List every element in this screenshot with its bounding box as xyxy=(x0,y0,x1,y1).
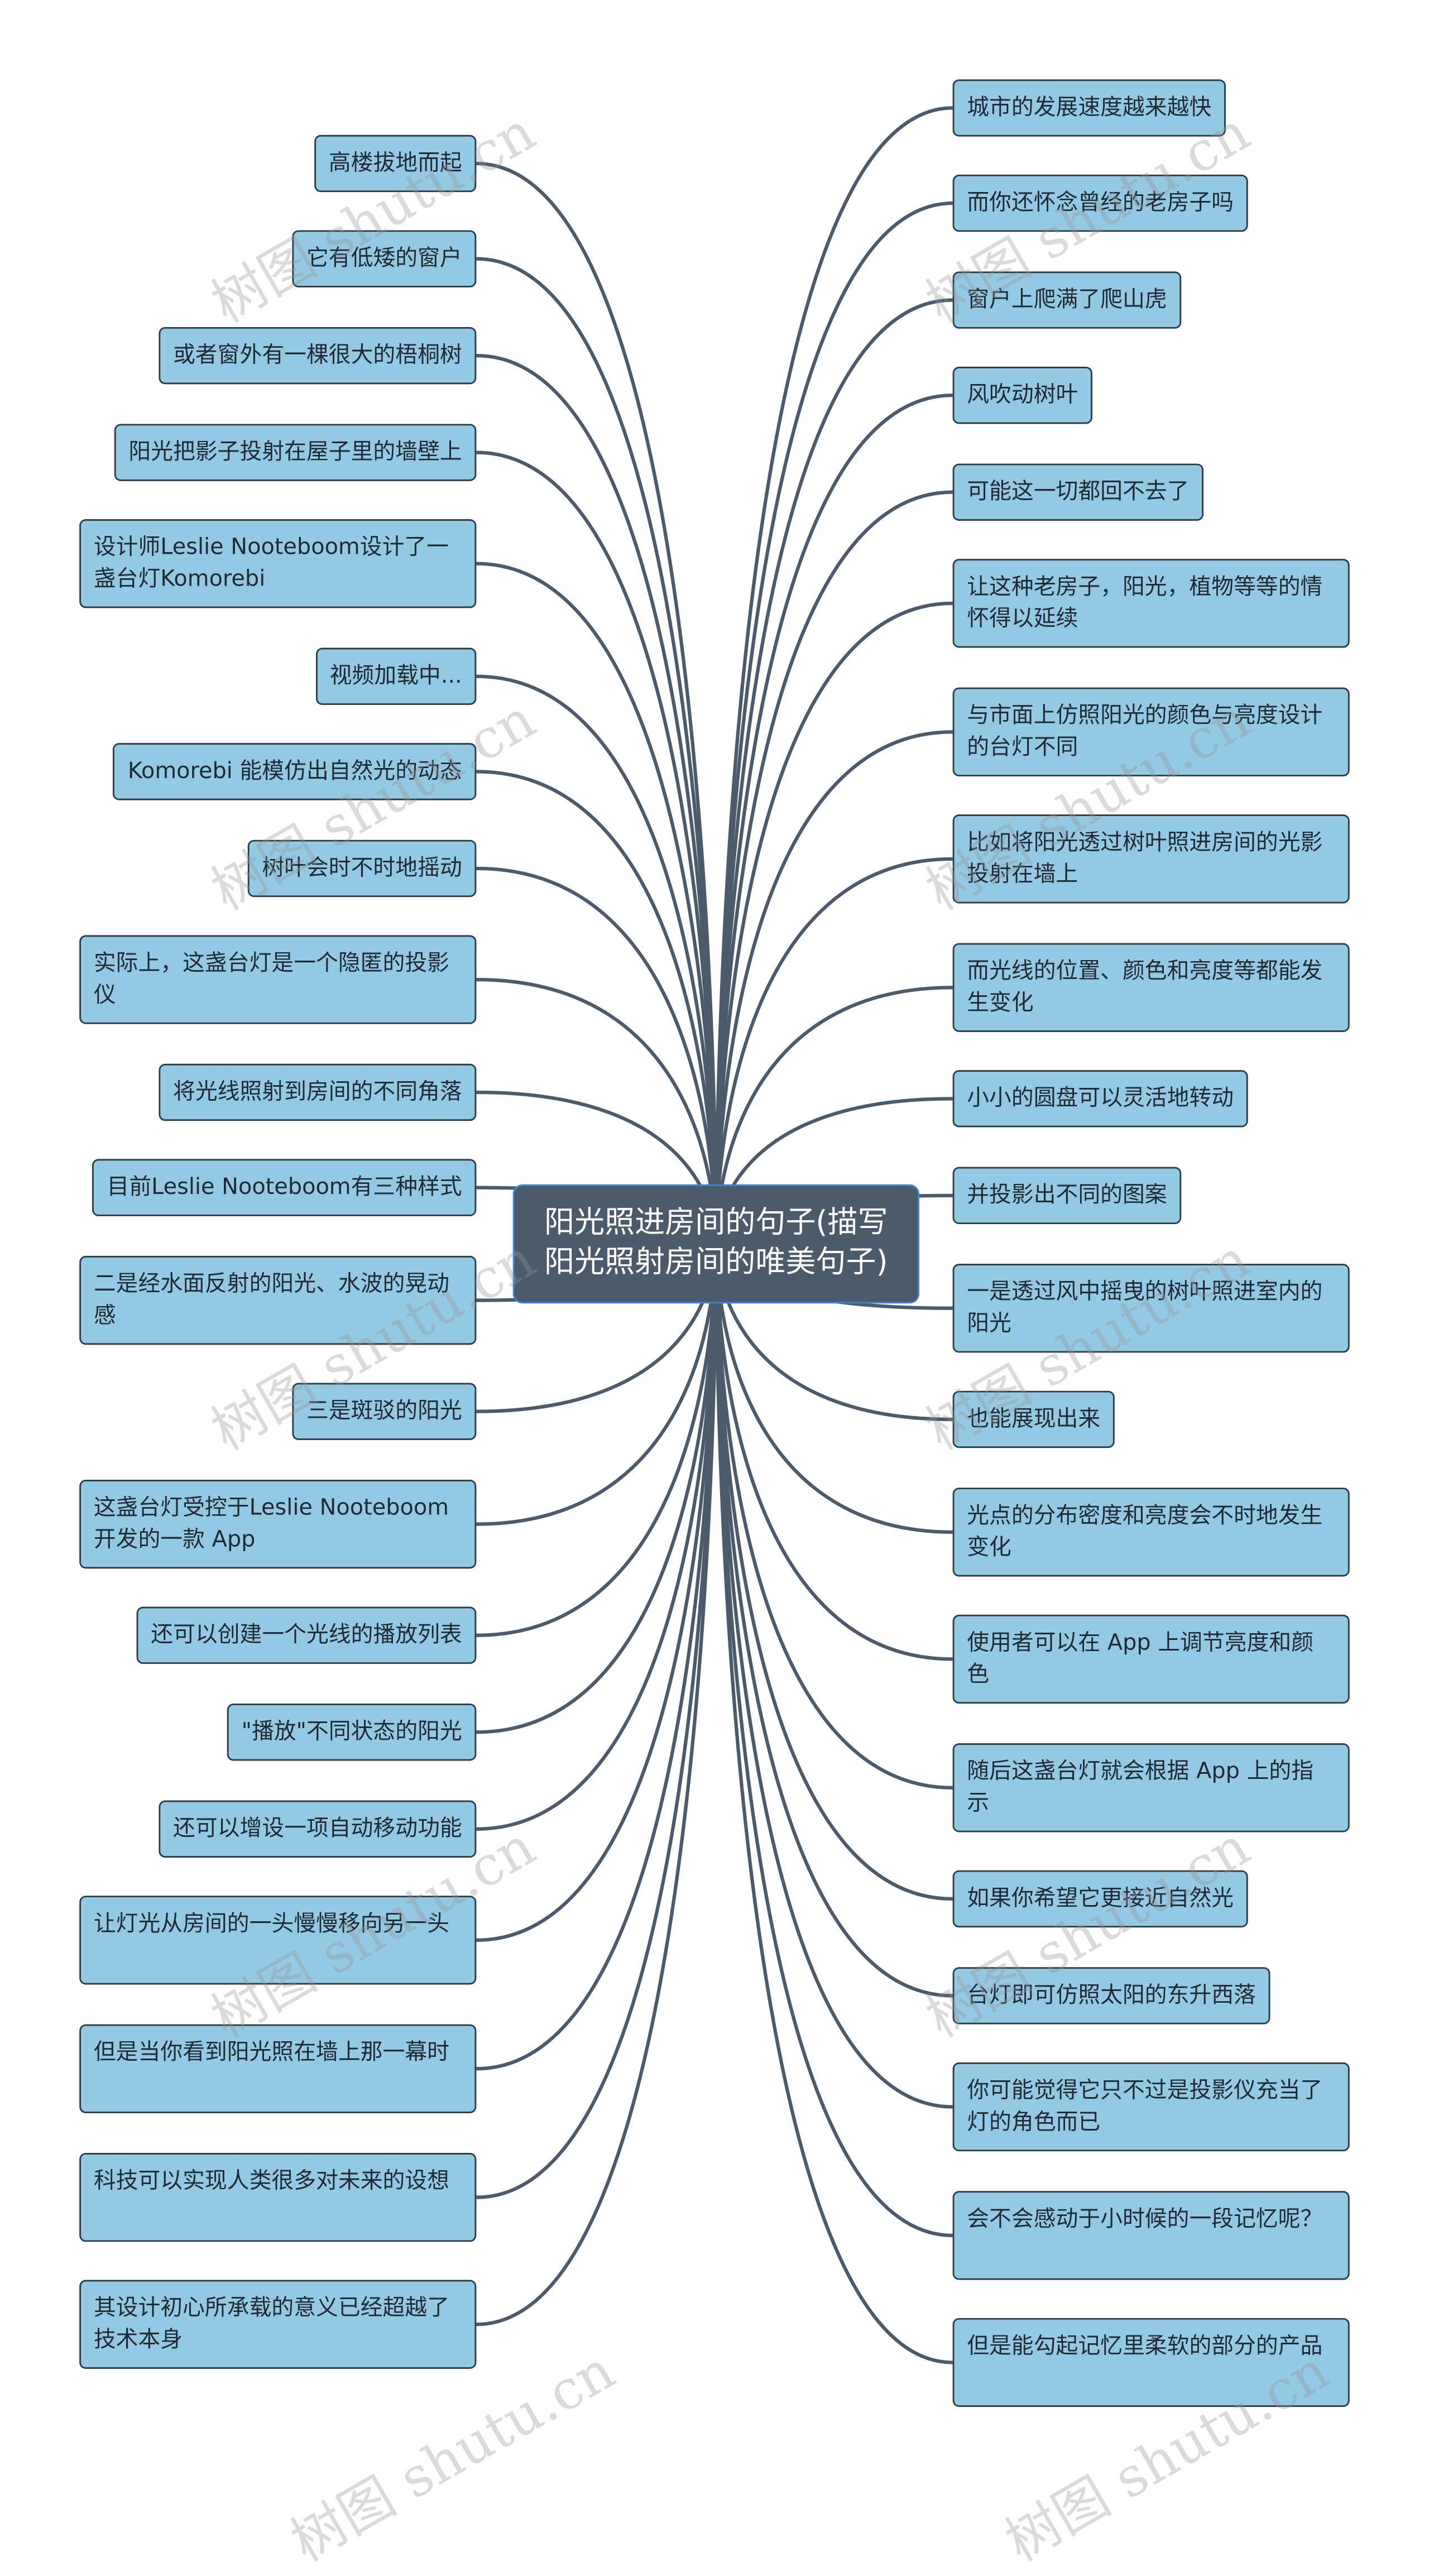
right-topic-node[interactable]: 小小的圆盘可以灵活地转动 xyxy=(952,1070,1248,1128)
connector-line xyxy=(476,1243,718,1942)
left-topic-node[interactable]: 将光线照射到房间的不同角落 xyxy=(159,1063,477,1121)
connector-line xyxy=(714,106,953,1244)
left-topic-node[interactable]: 实际上，这盏台灯是一个隐匿的投影仪 xyxy=(79,935,477,1024)
connector-lines xyxy=(476,106,953,2364)
right-topic-node[interactable]: 让这种老房子，阳光，植物等等的情怀得以延续 xyxy=(952,559,1350,648)
left-topic-node[interactable]: 但是当你看到阳光照在墙上那一幕时 xyxy=(79,2024,477,2113)
right-topic-node[interactable]: 风吹动树叶 xyxy=(952,367,1092,424)
left-topic-node[interactable]: 或者窗外有一棵很大的梧桐树 xyxy=(159,327,477,385)
right-topic-node[interactable]: 如果你希望它更接近自然光 xyxy=(952,1870,1248,1928)
left-topic-node[interactable]: 还可以创建一个光线的播放列表 xyxy=(136,1606,477,1664)
connector-line xyxy=(476,1243,718,2326)
connector-line xyxy=(714,1243,953,1790)
connector-line xyxy=(476,161,718,1244)
connector-line xyxy=(714,1243,953,2364)
connector-line xyxy=(714,1243,953,1661)
right-topic-node[interactable]: 会不会感动于小时候的一段记忆呢？ xyxy=(952,2191,1350,2280)
central-topic[interactable]: 阳光照进房间的句子(描写阳光照射房间的唯美句子) xyxy=(512,1184,919,1304)
right-topic-node[interactable]: 与市面上仿照阳光的颜色与亮度设计的台灯不同 xyxy=(952,687,1350,776)
mind-map: 高楼拔地而起它有低矮的窗户或者窗外有一棵很大的梧桐树阳光把影子投射在屋子里的墙壁… xyxy=(79,79,1350,2575)
left-topic-node[interactable]: 还可以增设一项自动移动功能 xyxy=(159,1800,477,1858)
connector-line xyxy=(476,1243,718,2199)
right-topic-node[interactable]: 你可能觉得它只不过是投影仪充当了灯的角色而已 xyxy=(952,2062,1350,2152)
right-topic-node[interactable]: 城市的发展速度越来越快 xyxy=(952,79,1226,137)
right-topic-node[interactable]: 随后这盏台灯就会根据 App 上的指示 xyxy=(952,1743,1350,1833)
left-topic-node[interactable]: 设计师Leslie Nooteboom设计了一盏台灯Komorebi xyxy=(79,519,477,608)
right-topic-node[interactable]: 但是能勾起记忆里柔软的部分的产品 xyxy=(952,2318,1350,2407)
right-topic-node[interactable]: 比如将阳光透过树叶照进房间的光影投射在墙上 xyxy=(952,814,1350,904)
right-topic-node[interactable]: 而光线的位置、颜色和亮度等都能发生变化 xyxy=(952,943,1350,1032)
right-topic-node[interactable]: 台灯即可仿照太阳的东升西落 xyxy=(952,1967,1270,2025)
left-topic-node[interactable]: Komorebi 能模仿出自然光的动态 xyxy=(113,743,477,800)
right-topic-node[interactable]: 光点的分布密度和亮度会不时地发生变化 xyxy=(952,1488,1350,1577)
left-topic-node[interactable]: 它有低矮的窗户 xyxy=(292,230,477,287)
connector-line xyxy=(476,450,718,1244)
left-topic-node[interactable]: "播放"不同状态的阳光 xyxy=(227,1704,477,1761)
left-topic-node[interactable]: 科技可以实现人类很多对未来的设想 xyxy=(79,2153,477,2242)
left-topic-node[interactable]: 阳光把影子投射在屋子里的墙壁上 xyxy=(114,424,477,481)
connector-line xyxy=(476,562,718,1244)
left-topic-node[interactable]: 高楼拔地而起 xyxy=(314,135,477,193)
right-topic-node[interactable]: 窗户上爬满了爬山虎 xyxy=(952,271,1182,329)
connector-line xyxy=(476,1243,718,1734)
right-topic-node[interactable]: 也能展现出来 xyxy=(952,1390,1115,1448)
right-topic-node[interactable]: 使用者可以在 App 上调节亮度和颜色 xyxy=(952,1614,1350,1704)
left-topic-node[interactable]: 其设计初心所承载的意义已经超越了技术本身 xyxy=(79,2280,477,2369)
left-topic-node[interactable]: 三是斑驳的阳光 xyxy=(292,1383,477,1440)
right-topic-node[interactable]: 可能这一切都回不去了 xyxy=(952,463,1204,521)
left-topic-node[interactable]: 二是经水面反射的阳光、水波的晃动感 xyxy=(79,1255,477,1345)
left-topic-node[interactable]: 树叶会时不时地摇动 xyxy=(247,840,477,898)
connector-line xyxy=(476,1243,718,2071)
right-topic-node[interactable]: 而你还怀念曾经的老房子吗 xyxy=(952,174,1248,232)
connector-line xyxy=(714,730,953,1244)
left-topic-node[interactable]: 这盏台灯受控于Leslie Nooteboom 开发的一款 App xyxy=(79,1479,477,1569)
left-topic-node[interactable]: 视频加载中... xyxy=(315,647,477,705)
right-topic-node[interactable]: 并投影出不同的图案 xyxy=(952,1167,1182,1225)
connector-line xyxy=(476,1243,718,1831)
connector-line xyxy=(714,201,953,1244)
left-topic-node[interactable]: 让灯光从房间的一头慢慢移向另一头 xyxy=(79,1896,477,1985)
right-topic-node[interactable]: 一是透过风中摇曳的树叶照进室内的阳光 xyxy=(952,1264,1350,1353)
left-topic-node[interactable]: 目前Leslie Nooteboom有三种样式 xyxy=(92,1159,477,1216)
